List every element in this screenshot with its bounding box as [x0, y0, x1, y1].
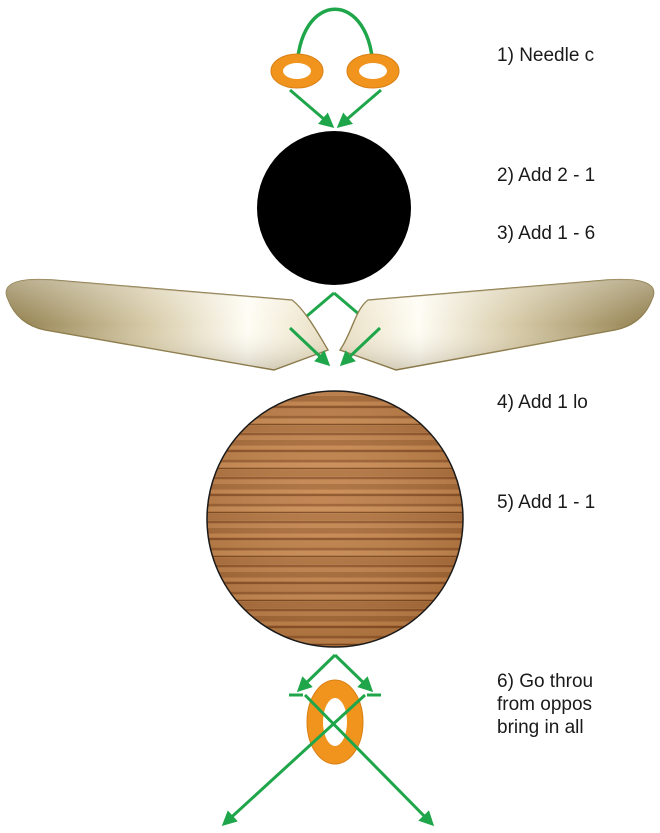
step-5-label: Add 1 - 1 — [518, 492, 595, 513]
step-2-label: Add 2 - 1 — [518, 165, 595, 186]
step-6-number: 6) — [497, 671, 514, 692]
step-4-label: Add 1 lo — [518, 392, 588, 413]
step-5-text: 5) Add 1 - 1 — [497, 491, 595, 514]
thread-arrow-right-to-black-bead — [339, 90, 381, 126]
step-3-label: Add 1 - 6 — [518, 223, 595, 244]
step-2-text: 2) Add 2 - 1 — [497, 164, 595, 187]
top-ring-right-icon — [347, 54, 399, 88]
step-6-line-1: 6) Go throu — [497, 670, 593, 693]
right-spacer-bead-icon — [340, 280, 654, 370]
wooden-round-bead-icon — [200, 385, 470, 655]
step-1-number: 1) — [497, 45, 514, 66]
thread-arrow-left-to-black-bead — [290, 90, 332, 126]
step-6-line-3: bring in all — [497, 716, 593, 739]
top-ring-left-icon — [271, 54, 323, 88]
step-5-number: 5) — [497, 492, 514, 513]
step-6-text: 6) Go throu from oppos bring in all — [497, 670, 593, 739]
step-4-text: 4) Add 1 lo — [497, 391, 588, 414]
left-spacer-bead-icon — [6, 280, 328, 370]
step-1-text: 1) Needle c — [497, 44, 594, 67]
step-1-label: Needle c — [519, 45, 594, 66]
step-2-number: 2) — [497, 165, 514, 186]
step-3-text: 3) Add 1 - 6 — [497, 222, 595, 245]
step-6-line-2: from oppos — [497, 693, 593, 716]
step-3-number: 3) — [497, 223, 514, 244]
step-6-line-1-label: Go throu — [519, 671, 593, 692]
step-4-number: 4) — [497, 392, 514, 413]
black-round-bead-icon — [257, 131, 411, 285]
